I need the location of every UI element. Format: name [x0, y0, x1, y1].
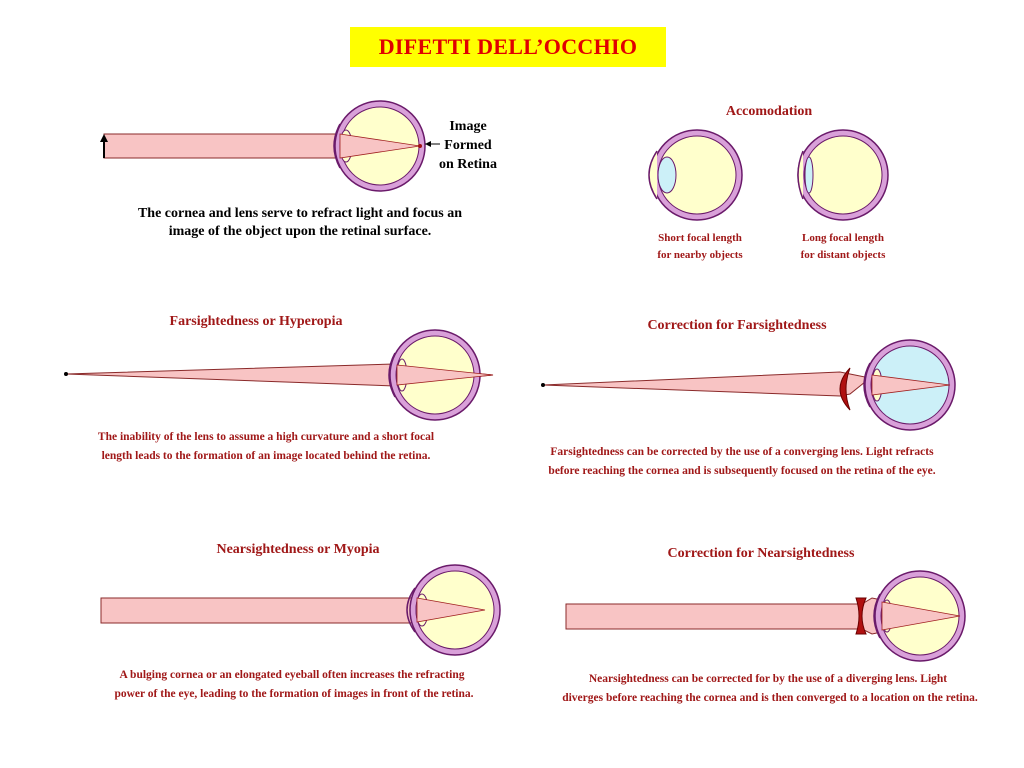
long-focal-caption-line-1: Long focal length — [802, 232, 884, 244]
eye-icon — [333, 100, 426, 192]
eye-icon — [388, 329, 494, 421]
callout-line-3: on Retina — [439, 157, 497, 172]
eye-icon — [406, 564, 501, 656]
correction-near-caption-line-1: Nearsightedness can be corrected for by … — [589, 673, 947, 685]
nearsightedness-caption-line-1: A bulging cornea or an elongated eyeball… — [120, 669, 465, 681]
accommodation-heading: Accomodation — [726, 104, 813, 119]
farsightedness-caption-line-2: length leads to the formation of an imag… — [102, 450, 431, 462]
correction-near-heading: Correction for Nearsightedness — [668, 546, 855, 561]
short-focal-caption-line-2: for nearby objects — [657, 249, 743, 261]
correction-far-caption-line-1: Farsightedness can be corrected by the u… — [550, 446, 934, 458]
farsightedness-diagram: Farsightedness or Hyperopia The inabilit… — [64, 314, 494, 462]
callout-line-1: Image — [449, 119, 486, 134]
page-title: DIFETTI DELL’OCCHIO — [350, 27, 666, 67]
diverging-lens-icon — [855, 597, 867, 635]
long-focal-caption-line-2: for distant objects — [801, 249, 886, 261]
light-ray-bundle — [542, 371, 872, 397]
nearsightedness-heading: Nearsightedness or Myopia — [216, 542, 379, 557]
correction-farsightedness-diagram: Correction for Farsightedness Farsighted… — [541, 318, 956, 477]
short-focal-caption-line-1: Short focal length — [658, 232, 742, 244]
eye-icon — [863, 339, 956, 431]
farsightedness-caption-line-1: The inability of the lens to assume a hi… — [98, 431, 434, 443]
nearsightedness-diagram: Nearsightedness or Myopia A bulging corn… — [100, 542, 501, 700]
correction-nearsightedness-diagram: Correction for Nearsightedness Nearsight… — [562, 546, 978, 704]
eye-icon — [873, 570, 966, 662]
eye-icon — [797, 129, 889, 221]
accommodation-diagram: Accomodation Short focal length for near… — [648, 104, 889, 261]
converging-lens-icon — [839, 367, 851, 411]
correction-far-heading: Correction for Farsightedness — [647, 318, 827, 333]
farsightedness-heading: Farsightedness or Hyperopia — [170, 314, 343, 329]
normal-eye-caption-line-2: image of the object upon the retinal sur… — [169, 224, 432, 239]
nearsightedness-caption-line-2: power of the eye, leading to the formati… — [114, 688, 473, 700]
correction-near-caption-line-2: diverges before reaching the cornea and … — [562, 692, 978, 704]
correction-far-caption-line-2: before reaching the cornea and is subseq… — [548, 465, 935, 477]
normal-eye-diagram: Image Formed on Retina The cornea and le… — [100, 100, 497, 239]
eye-icon — [648, 129, 743, 221]
callout-line-2: Formed — [444, 138, 492, 153]
normal-eye-caption-line-1: The cornea and lens serve to refract lig… — [138, 206, 462, 221]
